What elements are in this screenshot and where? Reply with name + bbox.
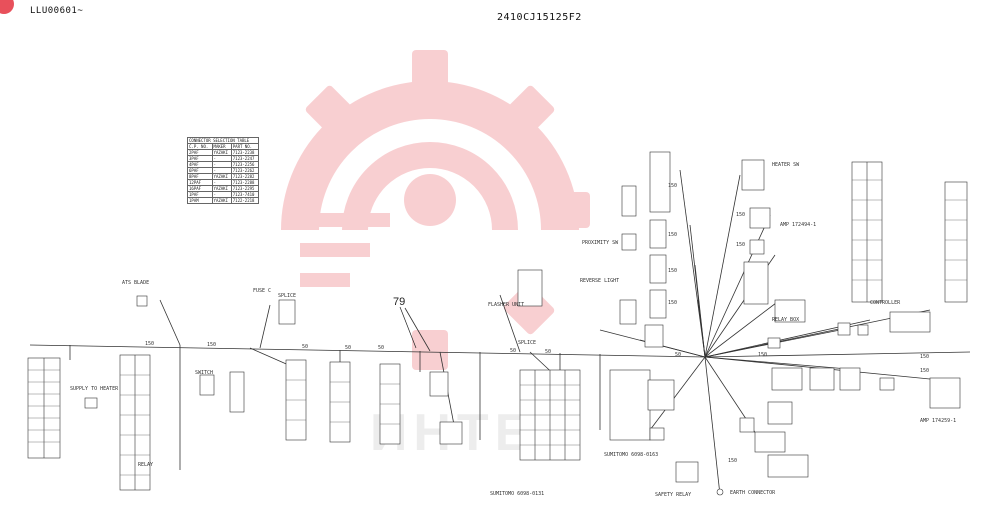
- label-controller: CONTROLLER: [870, 300, 901, 306]
- label-switch: SWITCH: [195, 370, 214, 376]
- label-earth-connector: EARTH CONNECTOR: [730, 490, 776, 496]
- label-sumitomo-2: SUMITOMO 6098-0163: [604, 452, 659, 458]
- wire-label: 150: [758, 352, 768, 358]
- label-proximity-sw: PROXIMITY SW: [582, 240, 619, 246]
- label-reverse-light: REVERSE LIGHT: [580, 278, 620, 284]
- label-ats-blade: ATS BLADE: [122, 280, 150, 286]
- wire-label: 150: [920, 368, 930, 374]
- wire-label: 50: [545, 349, 552, 355]
- wire-label: 50: [345, 345, 352, 351]
- wire-label: 50: [675, 352, 682, 358]
- table-row: 6PAF-7123-2262: [187, 167, 260, 174]
- drawing-code-left: LLU00601~: [30, 6, 84, 16]
- table-row: 3PAF-7123-2247: [187, 155, 260, 162]
- label-splice: SPLICE: [278, 293, 297, 299]
- label-relay-box: RELAY BOX: [772, 317, 800, 323]
- table-title: CONNECTOR SELECTION TABLE: [187, 137, 259, 144]
- wire-label: 150: [728, 458, 738, 464]
- label-flasher: FLASHER UNIT: [488, 302, 525, 308]
- label-safety-relay: SAFETY RELAY: [655, 492, 692, 498]
- wire-label: 150: [145, 341, 155, 347]
- wire-label: 150: [668, 232, 678, 238]
- wire-label: 150: [920, 354, 930, 360]
- pin-marks: [28, 179, 967, 476]
- table-header-row: C.P. NO. MAKER PART NO.: [187, 143, 260, 150]
- label-sumitomo-1: SUMITOMO 6098-0131: [490, 491, 545, 497]
- label-fuse: FUSE C: [253, 288, 272, 294]
- wire-label: 150: [668, 183, 678, 189]
- wire-label: 50: [378, 345, 385, 351]
- wire-label: 50: [510, 348, 517, 354]
- corner-logo-mark: [0, 0, 14, 14]
- label-relay: RELAY: [138, 462, 154, 468]
- connector-selection-table: CONNECTOR SELECTION TABLE C.P. NO. MAKER…: [187, 137, 260, 204]
- callout-number: 79: [393, 296, 406, 308]
- label-heater-sw: HEATER SW: [772, 162, 800, 168]
- wire-label: 150: [668, 268, 678, 274]
- label-splice-2: SPLICE: [518, 340, 537, 346]
- wire-label: 50: [302, 344, 309, 350]
- wire-label: 150: [207, 342, 217, 348]
- wire-label: 150: [736, 212, 746, 218]
- drawing-number: 2410CJ15125F2: [497, 12, 582, 23]
- wire-label: 150: [668, 300, 678, 306]
- wire-label: 150: [736, 242, 746, 248]
- label-amp-2: AMP 174259-1: [920, 418, 957, 424]
- label-amp-1: AMP 172494-1: [780, 222, 817, 228]
- label-supply-heater: SUPPLY TO HEATER: [70, 386, 119, 392]
- callout-leader: [399, 306, 417, 349]
